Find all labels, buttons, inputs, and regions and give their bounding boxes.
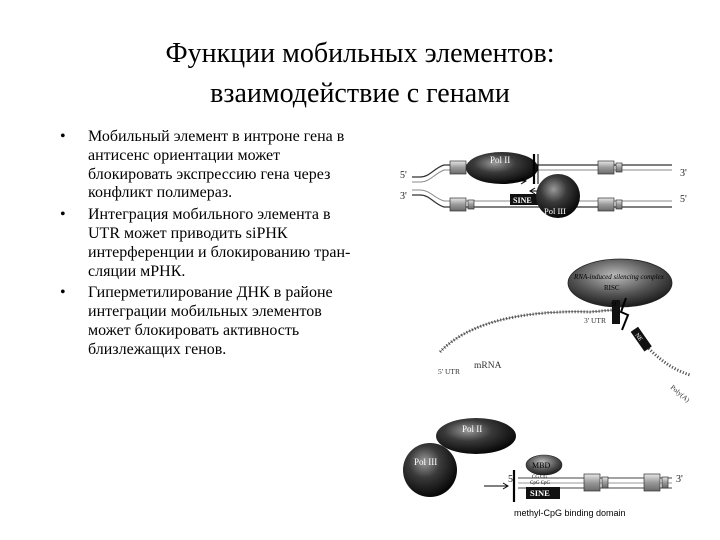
title-line-2: взаимодействие с генами bbox=[210, 78, 510, 109]
pol-ii-label: Pol II bbox=[462, 424, 482, 434]
dna-strand-bottom-inner bbox=[412, 189, 672, 202]
figure-bottom-methylation: Pol II Pol III MBD CG CG CpG CpG SINE 5'… bbox=[403, 418, 683, 518]
title-line-1: Функции мобильных элементов: bbox=[165, 38, 555, 69]
utr5-label: 5' UTR bbox=[438, 367, 460, 376]
three-prime-label: 3' bbox=[676, 474, 683, 485]
risc-complex-icon bbox=[567, 258, 673, 308]
bullet-item: • Мобильный элемент в интроне гена в ант… bbox=[56, 128, 356, 203]
exon-block bbox=[583, 473, 601, 492]
dna-strand-top bbox=[412, 164, 672, 178]
three-prime-label: 3' bbox=[680, 168, 687, 179]
mrna-label: mRNA bbox=[474, 361, 502, 371]
sine-label: SINE bbox=[513, 196, 532, 205]
arrow-right-icon bbox=[508, 177, 527, 185]
mrna-tail bbox=[638, 338, 691, 377]
five-prime-label: 5' bbox=[508, 474, 515, 485]
pol-ii-icon bbox=[466, 152, 538, 184]
sirna-duplex bbox=[612, 300, 620, 324]
mbd-icon bbox=[525, 454, 563, 476]
arrow-right-icon bbox=[484, 482, 509, 490]
bullet-symbol: • bbox=[60, 128, 66, 145]
pol-iii-icon bbox=[403, 443, 457, 497]
five-prime-label: 5' bbox=[400, 170, 407, 181]
exon-block bbox=[643, 473, 661, 492]
dna-strand-top-inner bbox=[412, 169, 672, 183]
bullet-list: • Мобильный элемент в интроне гена в ант… bbox=[56, 128, 356, 360]
figure-middle-risc: RNA-induced silencing complex RISC SI NE… bbox=[438, 258, 692, 404]
risc-label-line1: RNA-induced silencing complex bbox=[573, 273, 665, 281]
pol-ii-label: Pol II bbox=[490, 155, 510, 165]
slide-title: Функции мобильных элементов: взаимодейст… bbox=[0, 34, 720, 114]
exon-block bbox=[449, 197, 467, 212]
pol-iii-label: Pol III bbox=[544, 206, 566, 216]
cg-label: CG CG bbox=[532, 475, 548, 480]
figure-caption: methyl-CpG binding domain bbox=[514, 508, 626, 518]
exon-block bbox=[615, 162, 623, 173]
cleavage-mark bbox=[619, 297, 630, 331]
mrna-strand-outline bbox=[439, 309, 613, 353]
sine-fragment bbox=[630, 326, 652, 352]
exon-block bbox=[597, 197, 615, 212]
bullet-item: • Интеграция мобильного элемента в UTR м… bbox=[56, 206, 356, 281]
dna-strand-bottom bbox=[412, 194, 672, 208]
bullet-text: Гиперметилирование ДНК в районе интеграц… bbox=[88, 284, 333, 358]
cpg-label: CpG CpG bbox=[530, 481, 551, 486]
sine-element bbox=[510, 194, 542, 205]
sine-element bbox=[526, 487, 560, 499]
five-prime-label: 5' bbox=[680, 194, 687, 205]
ne-label: NE bbox=[634, 333, 644, 343]
exon-block bbox=[601, 476, 609, 489]
exon-block bbox=[661, 476, 669, 489]
bullet-item: • Гиперметилирование ДНК в районе интегр… bbox=[56, 284, 356, 359]
pol-ii-icon bbox=[436, 418, 516, 454]
exon-block bbox=[597, 160, 615, 175]
bullet-symbol: • bbox=[60, 206, 66, 224]
pol-iii-icon bbox=[536, 174, 580, 218]
bullet-text: Интеграция мобильного элемента в UTR мож… bbox=[88, 206, 351, 280]
bullet-text: Мобильный элемент в интроне гена в антис… bbox=[88, 128, 345, 202]
polya-label: Poly(A) bbox=[669, 383, 692, 404]
si-label: SI bbox=[611, 302, 616, 308]
three-prime-label: 3' bbox=[400, 191, 407, 202]
figure-top-polymerase-conflict: Pol II SINE Pol III 5' 3' 3' 5' bbox=[400, 152, 687, 218]
pol-iii-label: Pol III bbox=[414, 457, 437, 467]
sine-label: SINE bbox=[530, 488, 550, 498]
exon-block bbox=[467, 199, 475, 210]
bullet-symbol: • bbox=[60, 284, 66, 302]
risc-label-line2: RISC bbox=[604, 284, 620, 292]
exon-block bbox=[615, 199, 623, 210]
utr3-label: 3' UTR bbox=[584, 316, 606, 325]
mbd-label: MBD bbox=[532, 461, 550, 470]
exon-block bbox=[449, 160, 467, 175]
